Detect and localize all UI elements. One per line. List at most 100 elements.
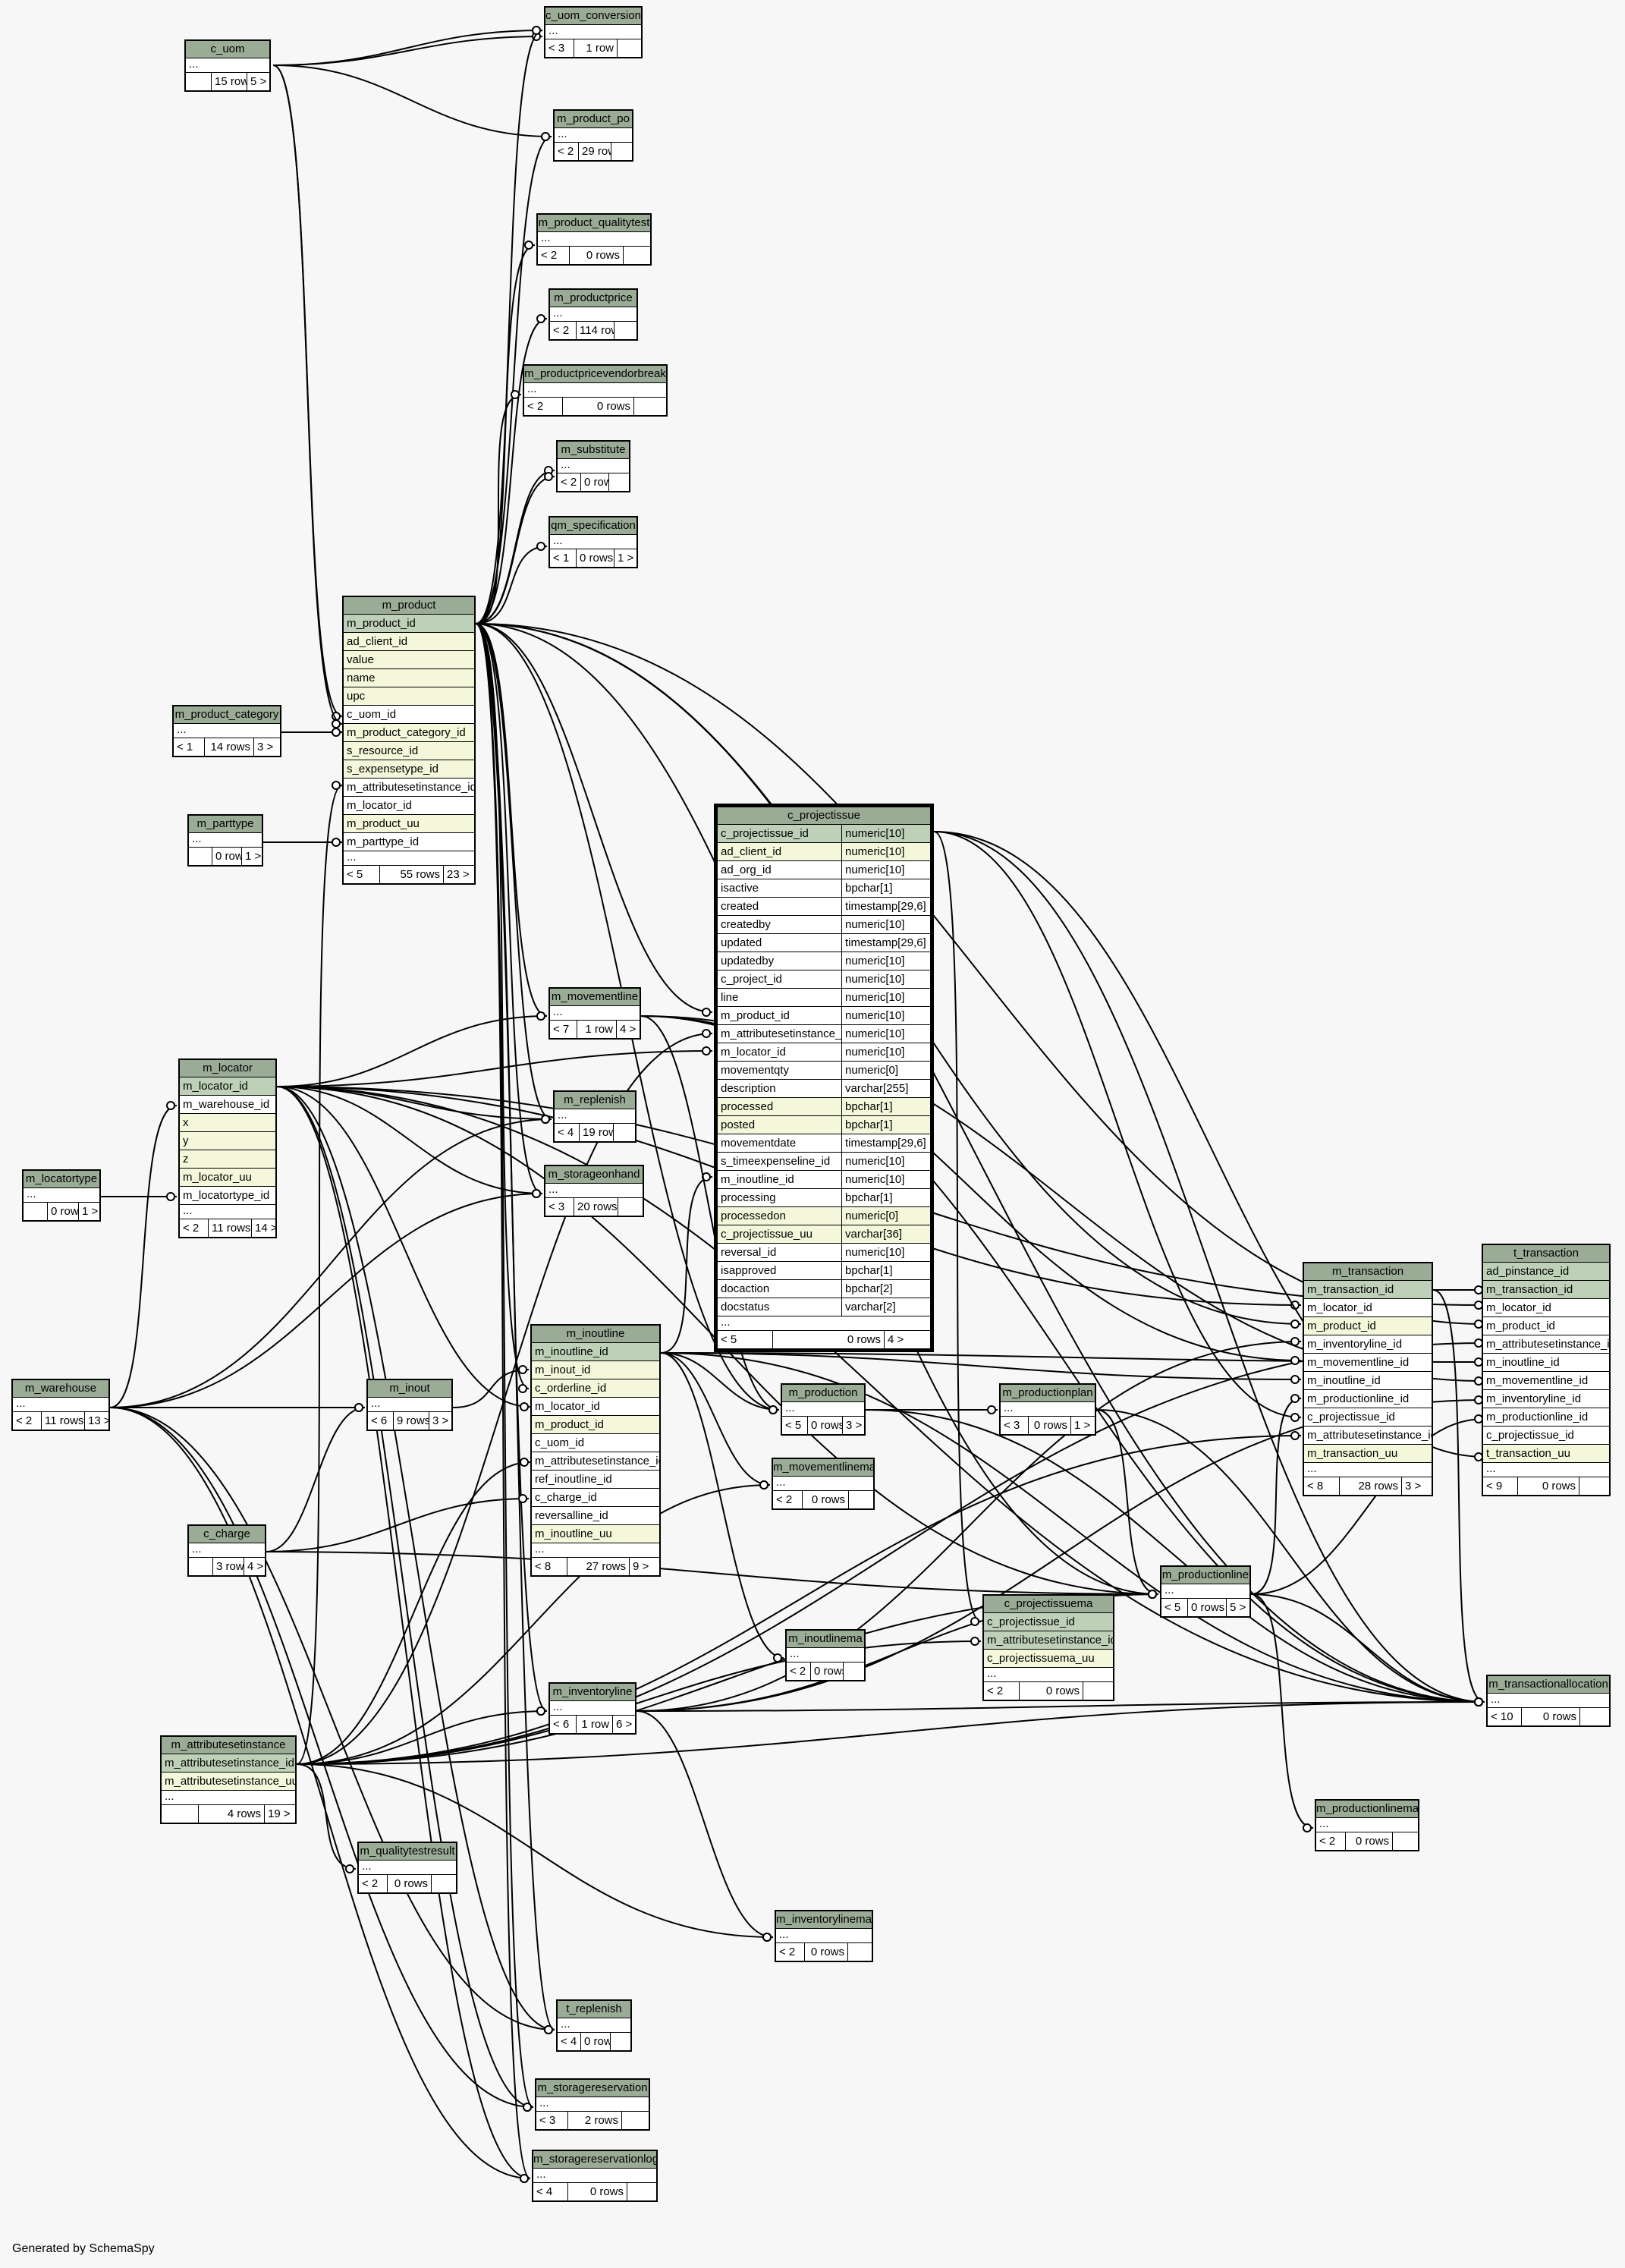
table-header: m_storagereservationlog [533, 2151, 656, 2169]
column-name: docstatus [721, 1301, 770, 1313]
column-type: numeric[0] [841, 1207, 930, 1225]
crows-foot-marker [332, 719, 341, 728]
column-name: upc [347, 690, 366, 703]
parent-count [189, 1558, 212, 1575]
column-name: posted [721, 1118, 756, 1131]
relationship-edge [475, 623, 1485, 1703]
table-m-product-po[interactable]: m_product_po...< 229 rows [553, 109, 633, 162]
column-name: c_projectissue_id [1486, 1429, 1574, 1442]
parent-count: < 2 [362, 1877, 379, 1890]
table-m-replenish[interactable]: m_replenish...< 419 rows [553, 1090, 636, 1143]
column-type: numeric[10] [841, 825, 930, 842]
more-columns: ... [776, 1929, 872, 1943]
column-row: m_locator_uu [180, 1169, 275, 1187]
column-type: bpchar[1] [841, 1262, 930, 1279]
column-row: upc [344, 687, 474, 706]
row-count: 0 rows [580, 473, 608, 491]
child-count: 3 > [1401, 1477, 1432, 1495]
child-count: 14 > [251, 1219, 275, 1237]
child-count: 19 > [264, 1805, 295, 1823]
column-name: value [347, 653, 374, 666]
relationship-edge [660, 1352, 780, 1411]
table-m-inoutlinema[interactable]: m_inoutlinema...< 20 rows [785, 1629, 866, 1681]
crows-foot-marker [1290, 1431, 1300, 1440]
table-header: m_warehouse [13, 1380, 108, 1398]
crows-foot-marker [354, 1403, 363, 1412]
column-type: numeric[10] [841, 843, 930, 860]
child-count [633, 398, 666, 415]
parent-count: < 7 [553, 1023, 570, 1036]
more-columns: ... [538, 232, 650, 247]
column-row: ref_inoutline_id [532, 1471, 659, 1489]
more-columns: ... [1488, 1694, 1609, 1708]
column-type: bpchar[1] [841, 1098, 930, 1115]
column-name: c_uom_id [347, 708, 397, 721]
column-row: ad_client_id [344, 633, 474, 651]
parent-count: < 2 [183, 1222, 200, 1235]
column-name: c_projectissue_uu [721, 1228, 812, 1241]
column-type: numeric[10] [841, 970, 930, 988]
crows-foot-marker [1290, 1413, 1300, 1422]
relationship-edge [636, 1710, 774, 1938]
column-name: m_locator_id [1486, 1301, 1551, 1314]
column-row: m_inoutline_id [1304, 1372, 1432, 1390]
relationship-edge [660, 1352, 784, 1659]
table-t-replenish[interactable]: t_replenish...< 40 rows [556, 1999, 632, 2052]
table-header: m_storageonhand [545, 1166, 643, 1184]
column-row: c_charge_id [532, 1489, 659, 1507]
table-m-substitute[interactable]: m_substitute...< 20 rows [556, 440, 630, 492]
column-row: m_transaction_id [1483, 1281, 1609, 1299]
relationship-edge [272, 30, 543, 66]
column-type: numeric[10] [841, 1007, 930, 1024]
relationship-edge [1095, 1409, 1159, 1595]
column-name: m_locator_id [347, 799, 412, 812]
row-count: 0 rows [810, 1662, 843, 1680]
child-count: 5 > [1226, 1599, 1249, 1616]
column-row: m_locatortype_id [180, 1187, 275, 1205]
parent-count: < 6 [371, 1414, 388, 1427]
child-count [610, 2033, 630, 2050]
column-row: m_product_uu [344, 815, 474, 833]
column-name: m_warehouse_id [183, 1098, 270, 1111]
